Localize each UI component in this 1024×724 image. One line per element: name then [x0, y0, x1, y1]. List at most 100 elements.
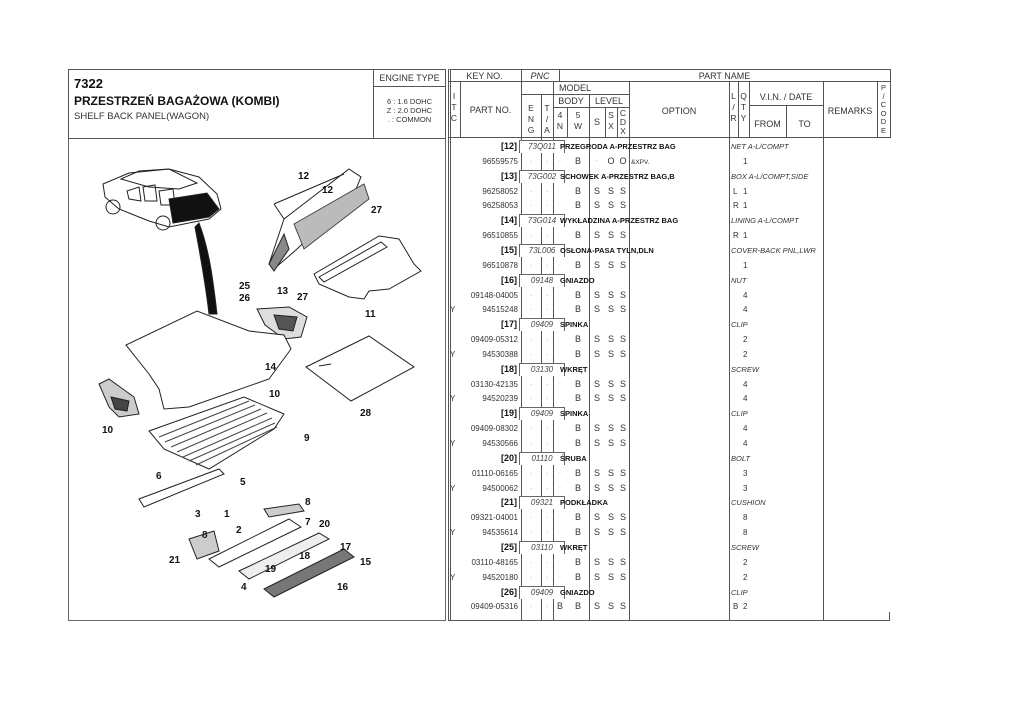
eng-cell: .: [530, 231, 532, 239]
eng-cell: .: [530, 528, 532, 536]
part-name-english: LINING A-L/COMPT: [731, 216, 799, 226]
body-4n-cell: .: [559, 334, 561, 342]
part-number[interactable]: 09409-05312: [470, 335, 518, 345]
callout-5: 5: [240, 477, 246, 488]
eng-cell: .: [530, 439, 532, 446]
body-5w-cell: B: [574, 289, 581, 300]
eng-cell: .: [530, 156, 532, 164]
level-sx-cell: S: [607, 259, 614, 270]
part-number[interactable]: 94520180: [482, 572, 518, 582]
qty-cell: 3: [743, 483, 748, 493]
part-number[interactable]: 94535614: [482, 528, 518, 538]
qty-cell: 8: [743, 528, 748, 538]
pnc-code: 01110: [519, 451, 565, 465]
level-s-cell: S: [593, 289, 600, 300]
part-name-english: NUT: [731, 275, 747, 285]
level-sx-cell: S: [607, 289, 614, 300]
body-4n-cell: .: [559, 230, 561, 238]
part-number[interactable]: 03110-48165: [471, 557, 518, 567]
body-4n-cell: B: [556, 601, 563, 612]
level-cdx-cell: S: [619, 467, 626, 478]
ta-cell: .: [546, 260, 548, 268]
part-name-polish: SPINKA: [560, 320, 589, 330]
ta-cell: .: [546, 513, 548, 521]
ta-cell: .: [546, 186, 548, 194]
body-5w-cell: B: [574, 467, 581, 478]
part-number[interactable]: 96258052: [482, 186, 518, 196]
section-code: 7322: [74, 76, 103, 91]
callout-14: 14: [265, 362, 277, 373]
part-number[interactable]: 01110-06165: [472, 468, 518, 478]
part-number[interactable]: 96510855: [482, 231, 518, 241]
body-4n-cell: .: [559, 393, 561, 401]
level-sx-cell: S: [607, 185, 614, 196]
part-number[interactable]: 94520239: [482, 394, 518, 404]
eng-cell: .: [530, 379, 532, 387]
qty-cell: 2: [743, 349, 748, 359]
body-5w-cell: B: [574, 527, 581, 538]
body-5w-cell: B: [574, 601, 581, 612]
level-sx-cell: S: [607, 556, 614, 567]
level-sx-cell: S: [607, 334, 614, 345]
callout-21: 21: [169, 555, 181, 566]
part-number[interactable]: 09409-05316: [470, 602, 518, 612]
engine-type-list: 6 : 1.6 DOHC Z : 2.0 DOHC . : COMMON: [374, 97, 445, 124]
part-name-english: CLIP: [731, 320, 748, 330]
model-header: MODEL: [558, 83, 591, 93]
car-illustration: [102, 168, 222, 315]
level-header: LEVEL: [594, 96, 624, 106]
part-number[interactable]: 94515248: [482, 305, 518, 315]
body-4n-cell: .: [559, 527, 561, 535]
body-4n-cell: .: [559, 438, 561, 445]
part-name-polish: WKRĘT: [560, 542, 588, 552]
part-number[interactable]: 94530388: [482, 349, 518, 359]
pnc-header: PNC: [530, 71, 550, 81]
level-s-cell: S: [593, 556, 600, 567]
part-number[interactable]: 09321-04001: [470, 513, 518, 523]
level-sx-cell: S: [607, 304, 614, 315]
remarks-header: REMARKS: [827, 106, 873, 116]
level-cdx-cell: S: [619, 200, 626, 211]
ta-cell: .: [546, 528, 548, 536]
part-number[interactable]: 94500062: [482, 483, 518, 493]
qty-cell: 2: [743, 572, 748, 582]
level-s-cell: S: [593, 423, 600, 434]
body-4n-cell: .: [559, 423, 561, 431]
level-sx-cell: S: [607, 482, 614, 493]
level-sx-cell: S: [607, 230, 614, 241]
eng-cell: .: [530, 335, 532, 343]
level-sx-cell: O: [607, 155, 615, 166]
level-cdx-cell: S: [619, 601, 626, 612]
part-number[interactable]: 09409-08302: [470, 424, 518, 434]
level-s-cell: S: [593, 438, 600, 448]
level-sx-cell: S: [607, 378, 614, 389]
part-name-english: SCREW: [731, 364, 759, 374]
level-s-cell: .: [596, 155, 598, 163]
rail: [138, 468, 225, 508]
part-number[interactable]: 09148-04005: [470, 290, 518, 300]
part-number[interactable]: 94530566: [482, 439, 518, 448]
body-5w-cell: B: [574, 556, 581, 567]
part-number[interactable]: 96559575: [482, 156, 518, 166]
part-number[interactable]: 96258053: [482, 201, 518, 211]
eng-cell: .: [530, 201, 532, 209]
callout-12: 12: [298, 171, 310, 182]
part-number[interactable]: 96510878: [482, 260, 518, 270]
pnc-code: 03130: [519, 362, 565, 376]
part-number[interactable]: 03130-42135: [470, 379, 518, 389]
engine-type-label: ENGINE TYPE: [374, 70, 445, 87]
callout-16: 16: [337, 582, 349, 593]
level-sx-cell: S: [607, 200, 614, 211]
qty-cell: 2: [743, 602, 748, 612]
callout-27: 27: [297, 292, 309, 303]
callout-17: 17: [340, 542, 352, 553]
qty-cell: 1: [743, 201, 748, 211]
part-name-polish: WKRĘT: [560, 364, 588, 374]
sill-bracket: [208, 518, 303, 568]
itc-flag: Y: [450, 528, 456, 538]
